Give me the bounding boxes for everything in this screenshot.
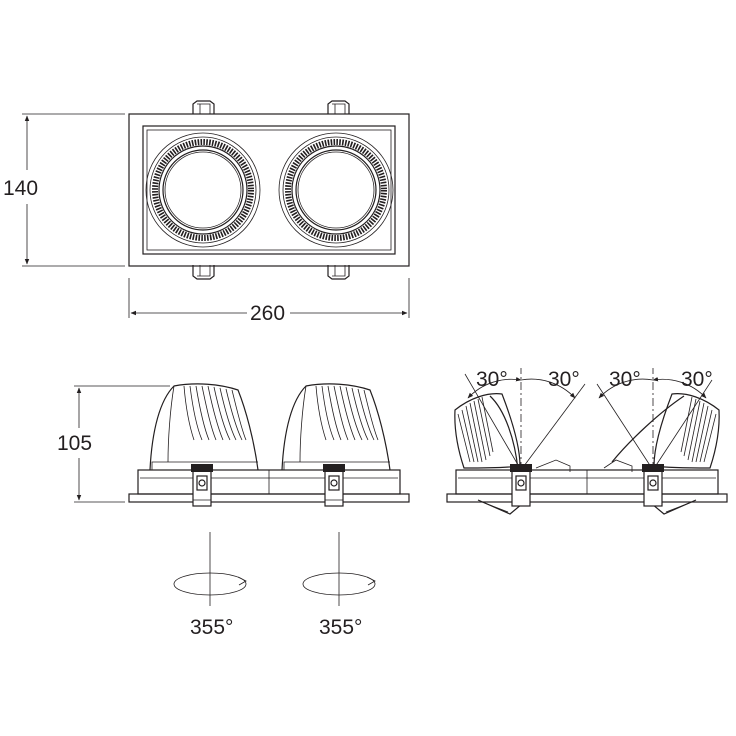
side-clip-left	[191, 464, 213, 507]
dimension-height-side: 105	[57, 385, 170, 503]
outer-frame	[128, 113, 410, 267]
rotation-label-1: 355°	[190, 616, 233, 639]
tilt-clip-right	[642, 464, 664, 507]
side-clip-right	[323, 464, 345, 507]
tilt-label-3: 30°	[609, 368, 641, 391]
tilt-clip-left	[510, 464, 532, 507]
tilt-label-1: 30°	[476, 368, 508, 391]
dimension-height-top: 140	[3, 113, 125, 267]
side-view: 105	[57, 383, 410, 507]
rotation-label-2: 355°	[319, 616, 362, 639]
spring-clip-bottom-left	[192, 265, 215, 280]
side-trim	[128, 493, 410, 503]
top-view: 140 260	[3, 100, 410, 325]
lamp-left-top	[145, 132, 261, 248]
lamp-right-side	[281, 383, 391, 471]
inner-frame	[142, 125, 396, 255]
dimension-width-top: 260	[128, 278, 410, 325]
rotation-symbol-left: 355°	[173, 532, 247, 639]
dimension-label-140: 140	[3, 177, 38, 200]
tilt-view: 30° 30° 30° 30°	[446, 368, 728, 515]
lamp-right-top	[278, 132, 394, 248]
spring-clip-top-left	[192, 100, 215, 114]
spring-clip-bottom-right	[327, 265, 350, 280]
lamp-left-side	[149, 383, 259, 471]
dimension-label-105: 105	[57, 432, 92, 455]
tilt-trim	[446, 493, 728, 503]
tilt-label-2: 30°	[548, 368, 580, 391]
dimension-label-260: 260	[250, 302, 285, 325]
tilt-angle-lines	[464, 368, 713, 471]
spring-clip-top-right	[327, 100, 350, 114]
inner-frame-bevel	[146, 129, 392, 251]
rotation-symbol-right: 355°	[302, 532, 376, 639]
tilt-label-4: 30°	[681, 368, 713, 391]
